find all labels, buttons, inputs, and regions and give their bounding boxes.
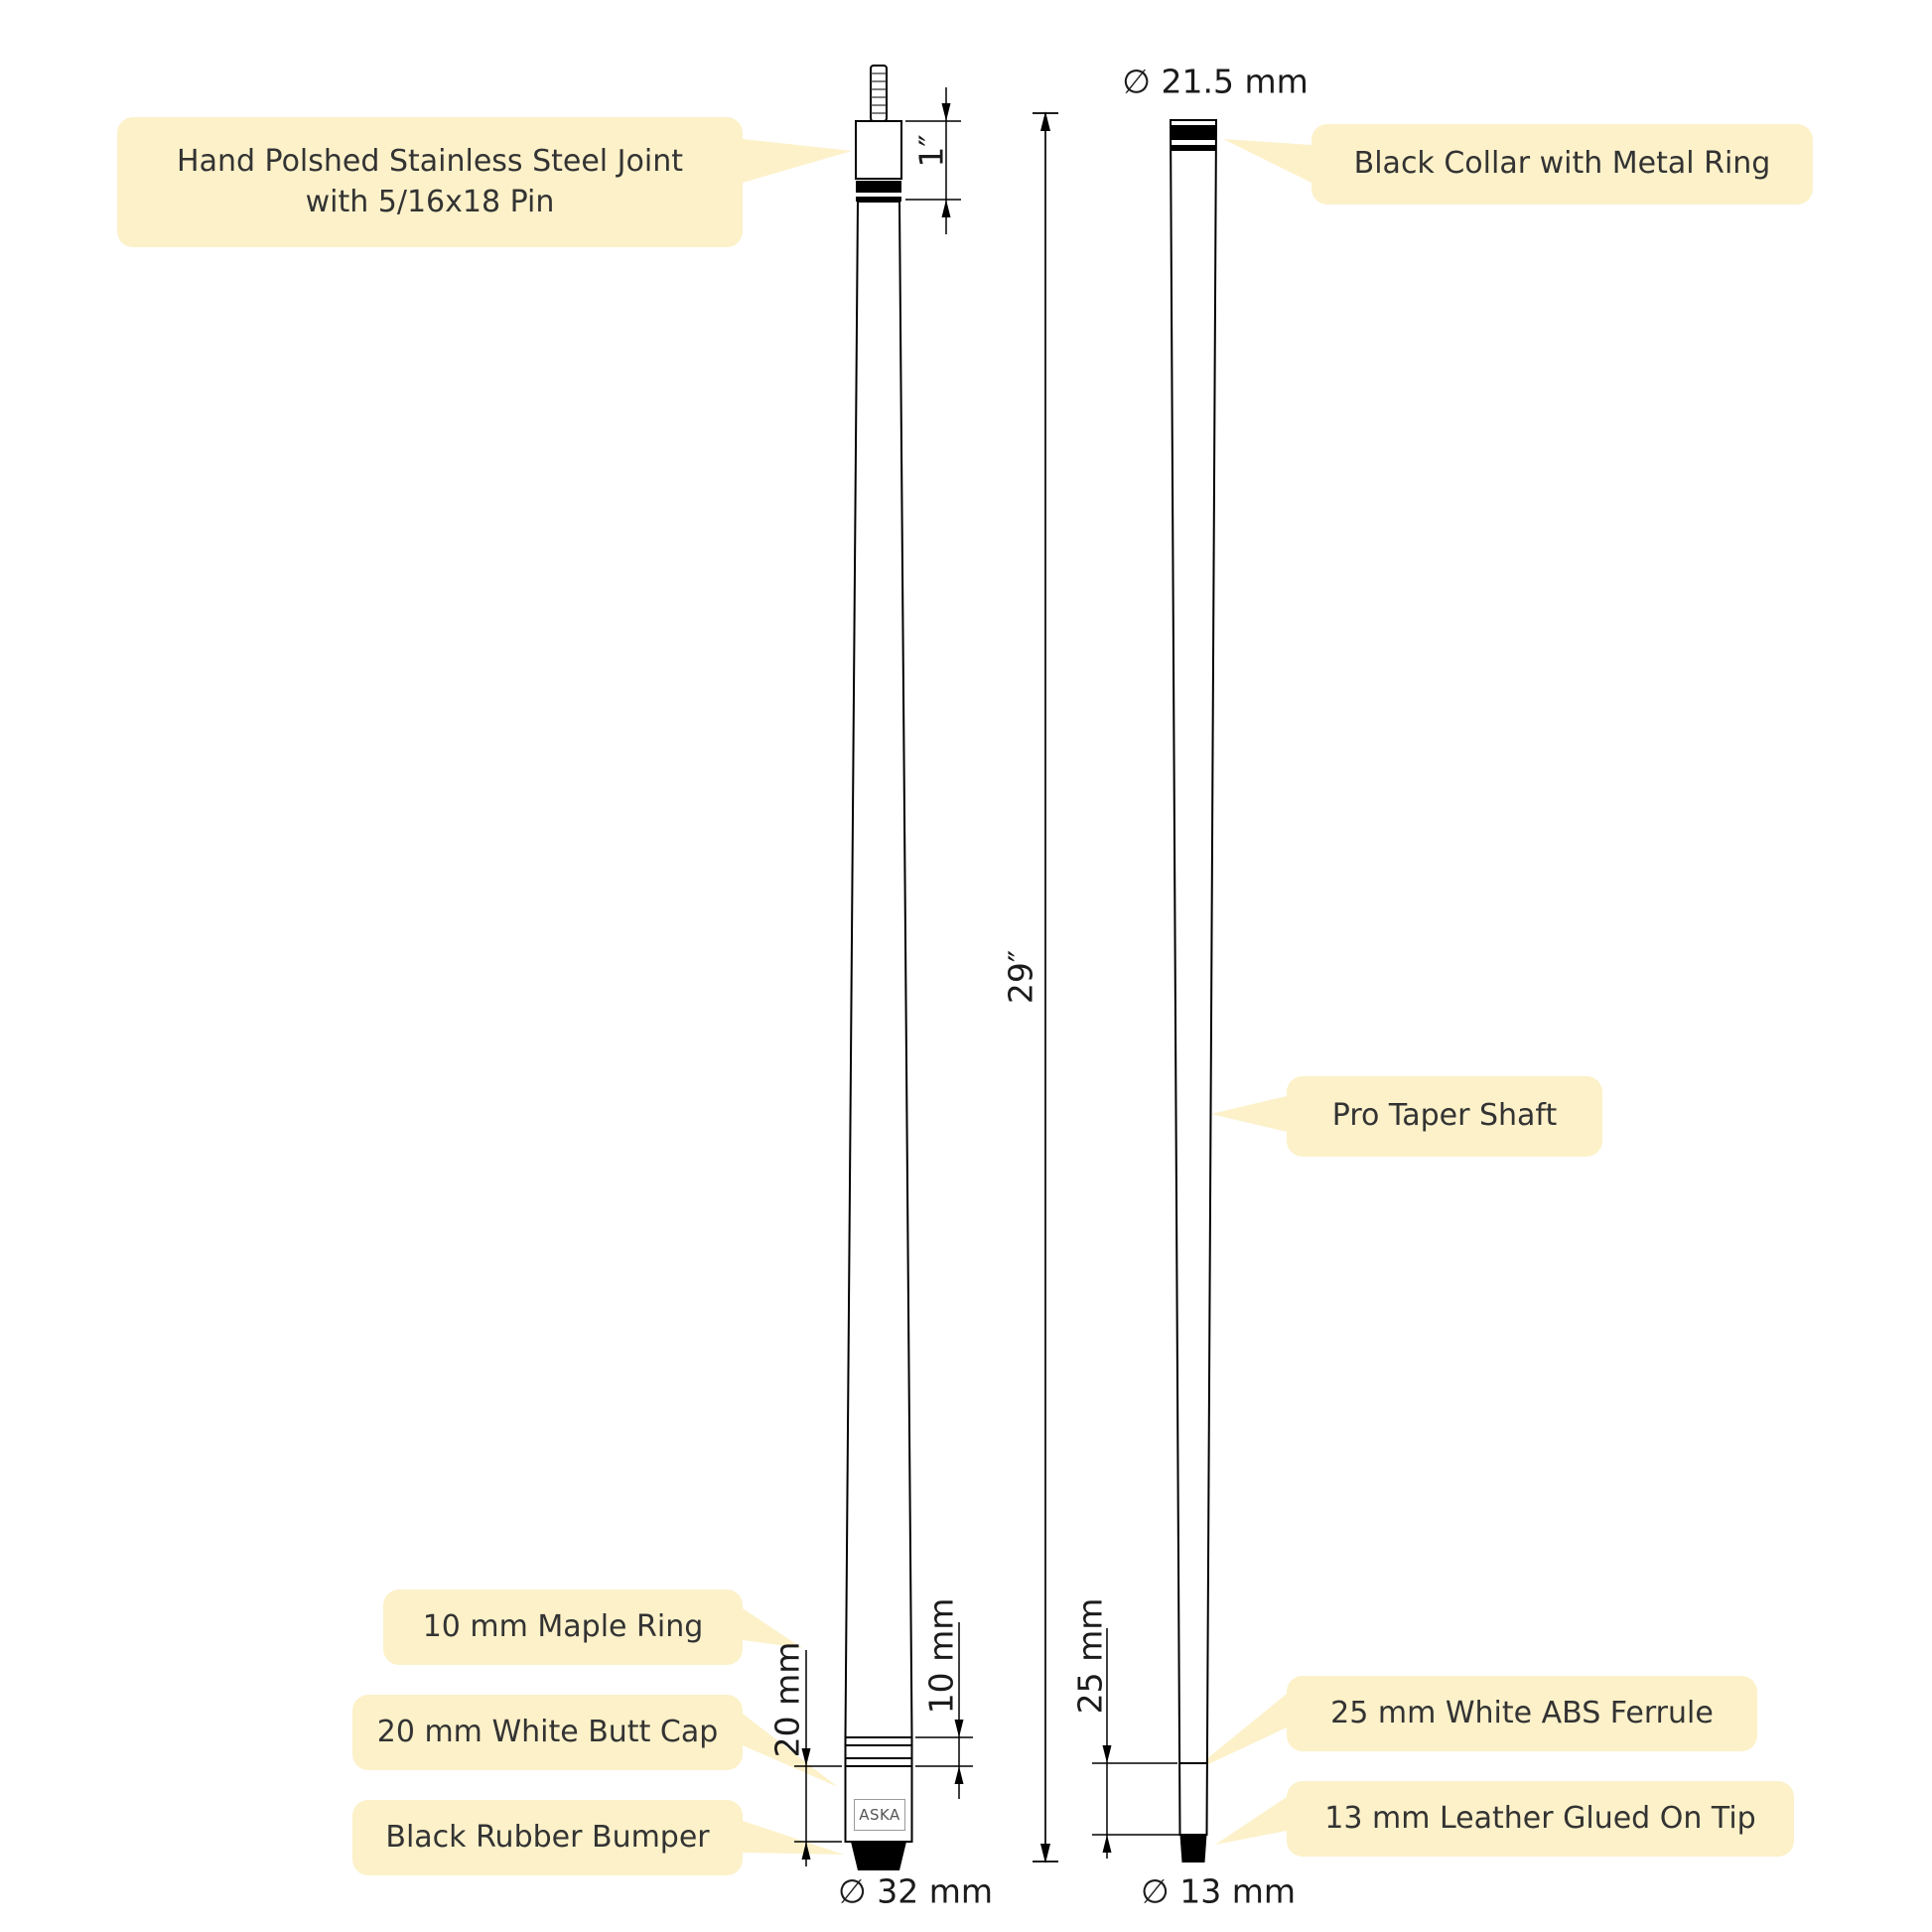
dim-25-arrow-bottom xyxy=(1102,1835,1112,1853)
callout-ferrule-label: 25 mm White ABS Ferrule xyxy=(1330,1695,1714,1730)
dim-25-line xyxy=(1092,1628,1179,1859)
label-overall-length: 29″ xyxy=(1001,949,1040,1005)
callout-bumper-label: Black Rubber Bumper xyxy=(385,1819,710,1855)
callout-maple-ring: 10 mm Maple Ring xyxy=(383,1589,743,1665)
dim-20-arrow-top xyxy=(801,1748,811,1766)
cue-shaft xyxy=(1169,119,1218,1863)
rubber-bumper xyxy=(851,1842,906,1870)
joint-pin-threads xyxy=(871,72,887,114)
callout-butt-cap: 20 mm White Butt Cap xyxy=(352,1695,743,1770)
cue-butt xyxy=(844,65,913,1870)
label-ferrule-length: 25 mm xyxy=(1070,1597,1110,1715)
dim-10-arrow-bottom xyxy=(954,1766,964,1784)
callout-ferrule: 25 mm White ABS Ferrule xyxy=(1287,1676,1757,1751)
shaft-collar-band-thin xyxy=(1172,145,1215,151)
ferrule-callout-pointer xyxy=(1189,1694,1287,1773)
callout-bumper: Black Rubber Bumper xyxy=(352,1800,743,1875)
callout-joint: Hand Polshed Stainless Steel Joint with … xyxy=(117,117,743,247)
label-shaft-collar-diameter: ∅ 21.5 mm xyxy=(1122,62,1309,101)
label-joint-length: 1″ xyxy=(911,134,951,168)
callout-joint-line2: with 5/16x18 Pin xyxy=(305,184,555,219)
dim-29-arrow-top xyxy=(1040,111,1050,131)
callout-pro-taper-shaft: Pro Taper Shaft xyxy=(1287,1076,1602,1157)
callout-shaft-label: Pro Taper Shaft xyxy=(1331,1098,1558,1134)
dim-20-arrow-bottom xyxy=(801,1842,811,1860)
joint-callout-pointer xyxy=(743,139,852,183)
label-butt-cap-length: 20 mm xyxy=(767,1641,807,1758)
dim-29-arrow-bottom xyxy=(1040,1844,1050,1863)
maple-ring-lines xyxy=(845,1744,912,1767)
callout-tip-label: 13 mm Leather Glued On Tip xyxy=(1324,1800,1756,1836)
callout-collar: Black Collar with Metal Ring xyxy=(1311,124,1813,205)
tip-callout-pointer xyxy=(1215,1797,1287,1845)
callout-butt-cap-label: 20 mm White Butt Cap xyxy=(376,1714,719,1749)
joint-black-ring-thin xyxy=(856,197,901,202)
shaft-collar-band-thick xyxy=(1171,125,1216,140)
callout-maple-ring-label: 10 mm Maple Ring xyxy=(422,1608,704,1644)
label-butt-diameter: ∅ 32 mm xyxy=(837,1871,994,1911)
joint-black-ring-thick xyxy=(856,181,901,193)
bumper-callout-pointer xyxy=(743,1821,844,1855)
maple-ring-callout-pointer xyxy=(743,1608,802,1648)
callout-tip: 13 mm Leather Glued On Tip xyxy=(1287,1781,1794,1857)
butt-body xyxy=(844,201,913,1738)
brand-label: ASKA xyxy=(854,1799,905,1831)
dim-1-arrow-bottom xyxy=(941,200,951,217)
callout-joint-line1: Hand Polshed Stainless Steel Joint xyxy=(177,144,683,179)
dim-1-arrow-top xyxy=(941,103,951,121)
dim-10-arrow-top xyxy=(954,1720,964,1737)
dim-25-arrow-top xyxy=(1102,1745,1112,1763)
leather-tip xyxy=(1179,1835,1207,1863)
label-maple-ring-length: 10 mm xyxy=(921,1597,961,1715)
steel-joint-collar xyxy=(855,120,902,180)
butt-cap-callout-pointer xyxy=(743,1714,838,1787)
collar-callout-pointer xyxy=(1223,139,1311,183)
callout-collar-label: Black Collar with Metal Ring xyxy=(1353,146,1771,182)
shaft-body xyxy=(1169,119,1218,1836)
shaft-callout-pointer xyxy=(1211,1096,1287,1132)
label-tip-diameter: ∅ 13 mm xyxy=(1140,1871,1297,1911)
